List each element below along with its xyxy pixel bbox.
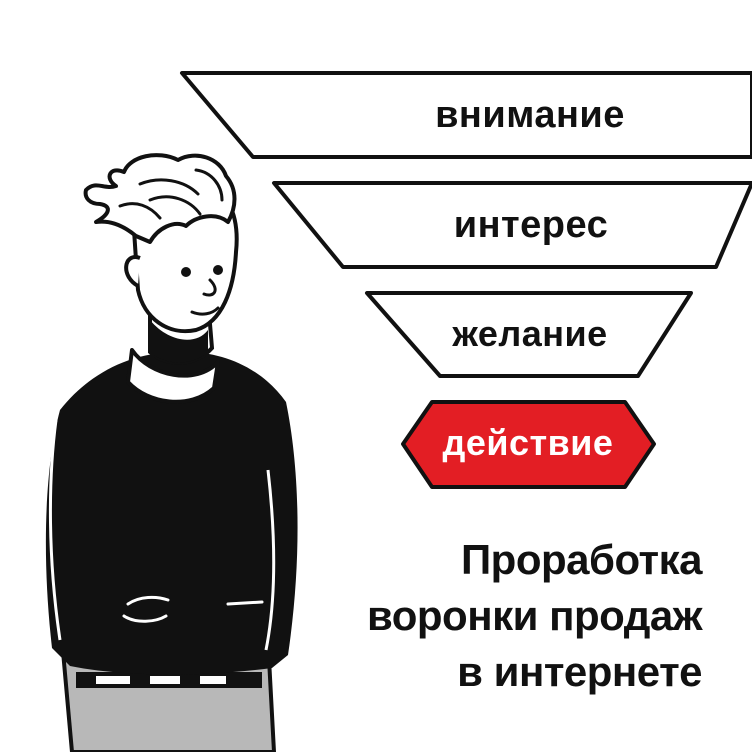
page-title: Проработка воронки продаж в интернете: [366, 532, 703, 700]
person-illustration: [45, 153, 298, 752]
title-line-2: воронки продаж: [366, 592, 703, 639]
funnel-stage-4-shape: [401, 400, 656, 489]
funnel-stage-2-label: интерес: [453, 204, 609, 246]
funnel-stage-4-label: действие: [442, 422, 614, 463]
funnel-stage-1-shape: [180, 71, 752, 159]
funnel-stage-2-shape: [272, 181, 752, 269]
funnel-stage-1-label: внимание: [435, 94, 625, 136]
funnel-stage-3-label: желание: [452, 313, 608, 354]
title-line-1: Проработка: [460, 536, 703, 583]
funnel-stage-3-shape: [365, 291, 693, 378]
title-line-3: в интернете: [457, 648, 702, 695]
